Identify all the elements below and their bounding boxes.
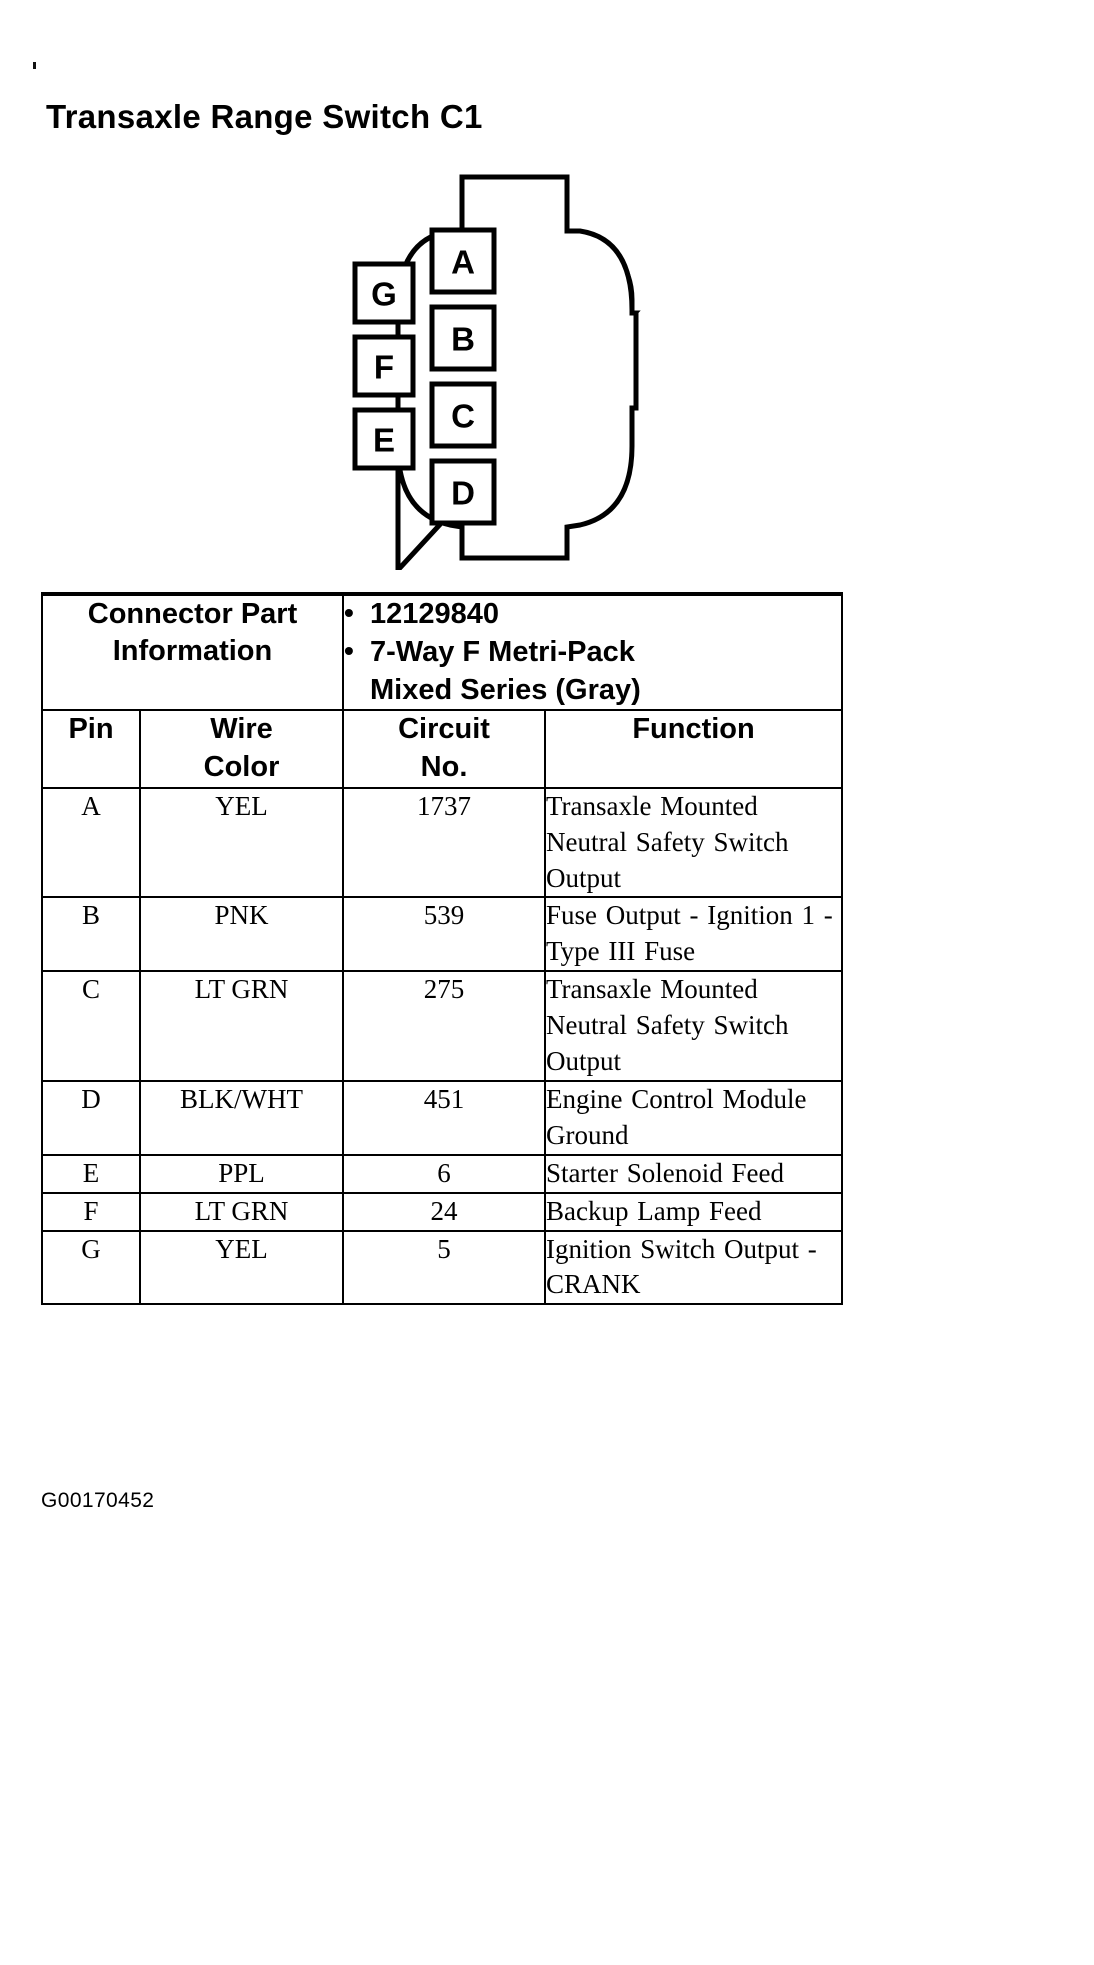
cell-circuit-no: 6 xyxy=(342,1153,547,1194)
cell-wire-color: BLK/WHT xyxy=(138,1079,345,1156)
cell-function: Ignition Switch Output - CRANK xyxy=(544,1229,844,1306)
pin-label-d: D xyxy=(451,475,475,512)
figure-reference-code: G00170452 xyxy=(41,1489,155,1512)
pin-cavity-c: C xyxy=(429,381,497,449)
column-header-pin: Pin xyxy=(41,709,141,789)
cell-circuit-no: 451 xyxy=(342,1079,547,1156)
cell-circuit-no: 275 xyxy=(342,970,547,1082)
cell-function: Fuse Output - Ignition 1 - Type III Fuse xyxy=(544,896,844,973)
cell-wire-color: LT GRN xyxy=(138,970,345,1082)
table-row: A YEL 1737 Transaxle Mounted Neutral Saf… xyxy=(41,786,844,899)
cell-function: Backup Lamp Feed xyxy=(544,1191,844,1232)
table-row: D BLK/WHT 451 Engine Control Module Grou… xyxy=(41,1079,844,1156)
cpi-bullet-connector-type-continuation: Mixed Series (Gray) xyxy=(370,674,641,707)
pin-label-e: E xyxy=(373,422,395,459)
pin-cavity-g: G xyxy=(352,261,416,325)
pin-cavity-d: D xyxy=(429,458,497,526)
page-title: Transaxle Range Switch C1 xyxy=(46,98,483,136)
pin-cavity-f: F xyxy=(352,334,416,398)
cell-wire-color: YEL xyxy=(138,786,345,899)
pin-cavity-e: E xyxy=(352,407,416,471)
pinout-table: Connector Part Information 12129840 7-Wa… xyxy=(40,591,844,1306)
cell-pin: G xyxy=(41,1229,141,1306)
connector-part-information-label: Connector Part Information xyxy=(40,591,345,712)
column-header-wire-color: Wire Color xyxy=(138,709,345,789)
cell-circuit-no: 5 xyxy=(342,1229,547,1306)
cpi-bullet-list: 12129840 7-Way F Metri-Pack xyxy=(344,595,841,671)
pin-label-a: A xyxy=(451,244,475,281)
column-header-circuit-no: Circuit No. xyxy=(342,709,547,789)
pin-cavity-a: A xyxy=(429,227,497,295)
cell-pin: F xyxy=(41,1191,141,1232)
cell-wire-color: PPL xyxy=(138,1153,345,1194)
connector-right-keying-lug xyxy=(630,310,639,411)
cpi-label-line-1: Connector Part xyxy=(87,598,298,630)
cpi-bullet-part-number: 12129840 xyxy=(344,595,841,633)
cell-circuit-no: 24 xyxy=(342,1191,547,1232)
cell-wire-color: PNK xyxy=(138,896,345,973)
cell-function: Transaxle Mounted Neutral Safety Switch … xyxy=(544,786,844,899)
pin-label-b: B xyxy=(451,321,475,358)
table-column-header-row: Pin Wire Color Circuit No. Function xyxy=(41,709,844,789)
table-row: G YEL 5 Ignition Switch Output - CRANK xyxy=(41,1229,844,1306)
cell-function: Transaxle Mounted Neutral Safety Switch … xyxy=(544,970,844,1082)
connector-part-information-row: Connector Part Information 12129840 7-Wa… xyxy=(40,591,844,712)
wire-color-head-line-1: Wire xyxy=(210,713,273,746)
table-row: B PNK 539 Fuse Output - Ignition 1 - Typ… xyxy=(41,896,844,973)
cell-pin: C xyxy=(41,970,141,1082)
table-row: E PPL 6 Starter Solenoid Feed xyxy=(41,1153,844,1194)
circuit-head-line-2: No. xyxy=(420,751,468,784)
scan-artifact-speck xyxy=(33,62,36,69)
table-row: C LT GRN 275 Transaxle Mounted Neutral S… xyxy=(41,970,844,1082)
cpi-bullet-connector-type: 7-Way F Metri-Pack xyxy=(344,633,841,671)
cell-pin: D xyxy=(41,1079,141,1156)
cell-pin: B xyxy=(41,896,141,973)
column-header-function: Function xyxy=(544,709,844,789)
circuit-head-line-1: Circuit xyxy=(398,713,490,746)
cell-function: Starter Solenoid Feed xyxy=(544,1153,844,1194)
cell-wire-color: YEL xyxy=(138,1229,345,1306)
cell-circuit-no: 1737 xyxy=(342,786,547,899)
cell-pin: A xyxy=(41,786,141,899)
connector-part-information-values: 12129840 7-Way F Metri-Pack Mixed Series… xyxy=(342,591,844,712)
pin-label-f: F xyxy=(374,349,394,386)
cpi-label-line-2: Information xyxy=(112,635,273,668)
cell-pin: E xyxy=(41,1153,141,1194)
pin-label-g: G xyxy=(371,276,397,313)
cell-wire-color: LT GRN xyxy=(138,1191,345,1232)
cell-function: Engine Control Module Ground xyxy=(544,1079,844,1156)
connector-outline-svg: G F E A B C D xyxy=(352,174,641,570)
pin-cavity-b: B xyxy=(429,304,497,372)
cell-circuit-no: 539 xyxy=(342,896,547,973)
connector-diagram: G F E A B C D xyxy=(280,165,680,570)
wire-color-head-line-2: Color xyxy=(203,751,280,784)
pin-label-c: C xyxy=(451,398,475,435)
table-row: F LT GRN 24 Backup Lamp Feed xyxy=(41,1191,844,1232)
